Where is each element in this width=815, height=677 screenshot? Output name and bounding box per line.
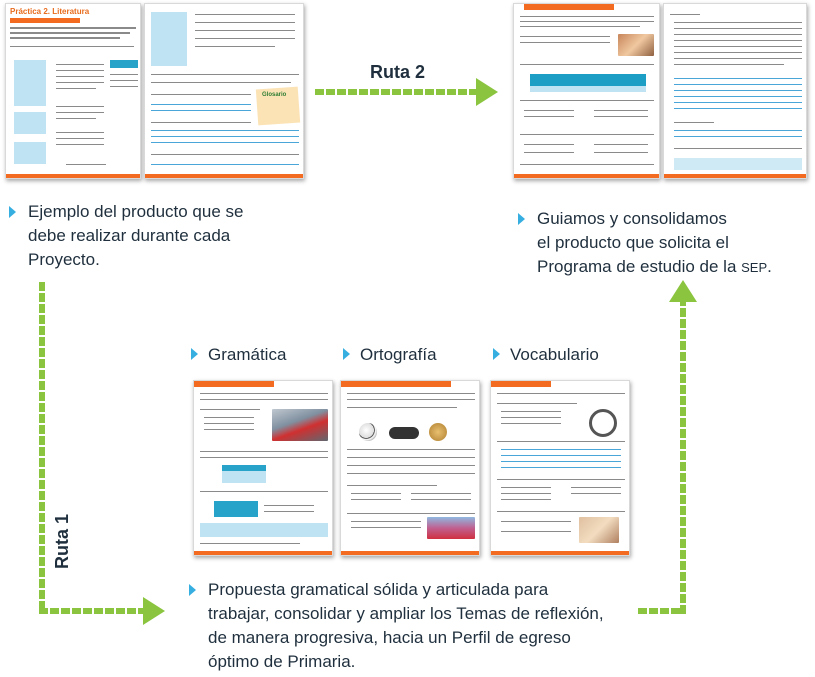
bullet-arrow-icon bbox=[9, 206, 16, 218]
proposal-caption: Propuesta gramatical sólida y articulada… bbox=[189, 578, 604, 674]
route2-page-2-thumbnail bbox=[663, 3, 807, 179]
vocabulary-label: Vocabulario bbox=[493, 345, 599, 365]
practice-title: Práctica 2. Literatura bbox=[10, 7, 90, 16]
bullet-arrow-icon bbox=[189, 584, 196, 596]
spelling-label: Ortografía bbox=[343, 345, 437, 365]
guide-caption: Guiamos y consolidamos el producto que s… bbox=[518, 207, 772, 280]
practice-page-1-thumbnail: Práctica 2. Literatura bbox=[5, 3, 141, 179]
vocabulary-page-thumbnail bbox=[490, 380, 630, 556]
spelling-page-thumbnail bbox=[340, 380, 480, 556]
bullet-arrow-icon bbox=[191, 348, 198, 360]
bullet-arrow-icon bbox=[518, 213, 525, 225]
bullet-arrow-icon bbox=[343, 348, 350, 360]
route1-label: Ruta 1 bbox=[52, 513, 73, 570]
grammar-page-thumbnail bbox=[193, 380, 333, 556]
route2-label: Ruta 2 bbox=[370, 62, 426, 82]
clock-icon bbox=[589, 409, 617, 437]
route2-page-1-thumbnail bbox=[513, 3, 660, 179]
grammar-label: Gramática bbox=[191, 345, 286, 365]
bullet-arrow-icon bbox=[493, 348, 500, 360]
soccer-ball-icon bbox=[359, 423, 377, 441]
product-example-caption: Ejemplo del producto que se debe realiza… bbox=[9, 200, 243, 272]
sunglasses-icon bbox=[389, 427, 419, 439]
practice-page-2-thumbnail: Glosario bbox=[144, 3, 304, 179]
side-note-title: Glosario bbox=[262, 92, 287, 98]
route-up-arrowhead bbox=[669, 280, 697, 302]
route2-arrowhead bbox=[476, 78, 498, 106]
route1-arrowhead bbox=[143, 597, 165, 625]
shell-icon bbox=[429, 423, 447, 441]
